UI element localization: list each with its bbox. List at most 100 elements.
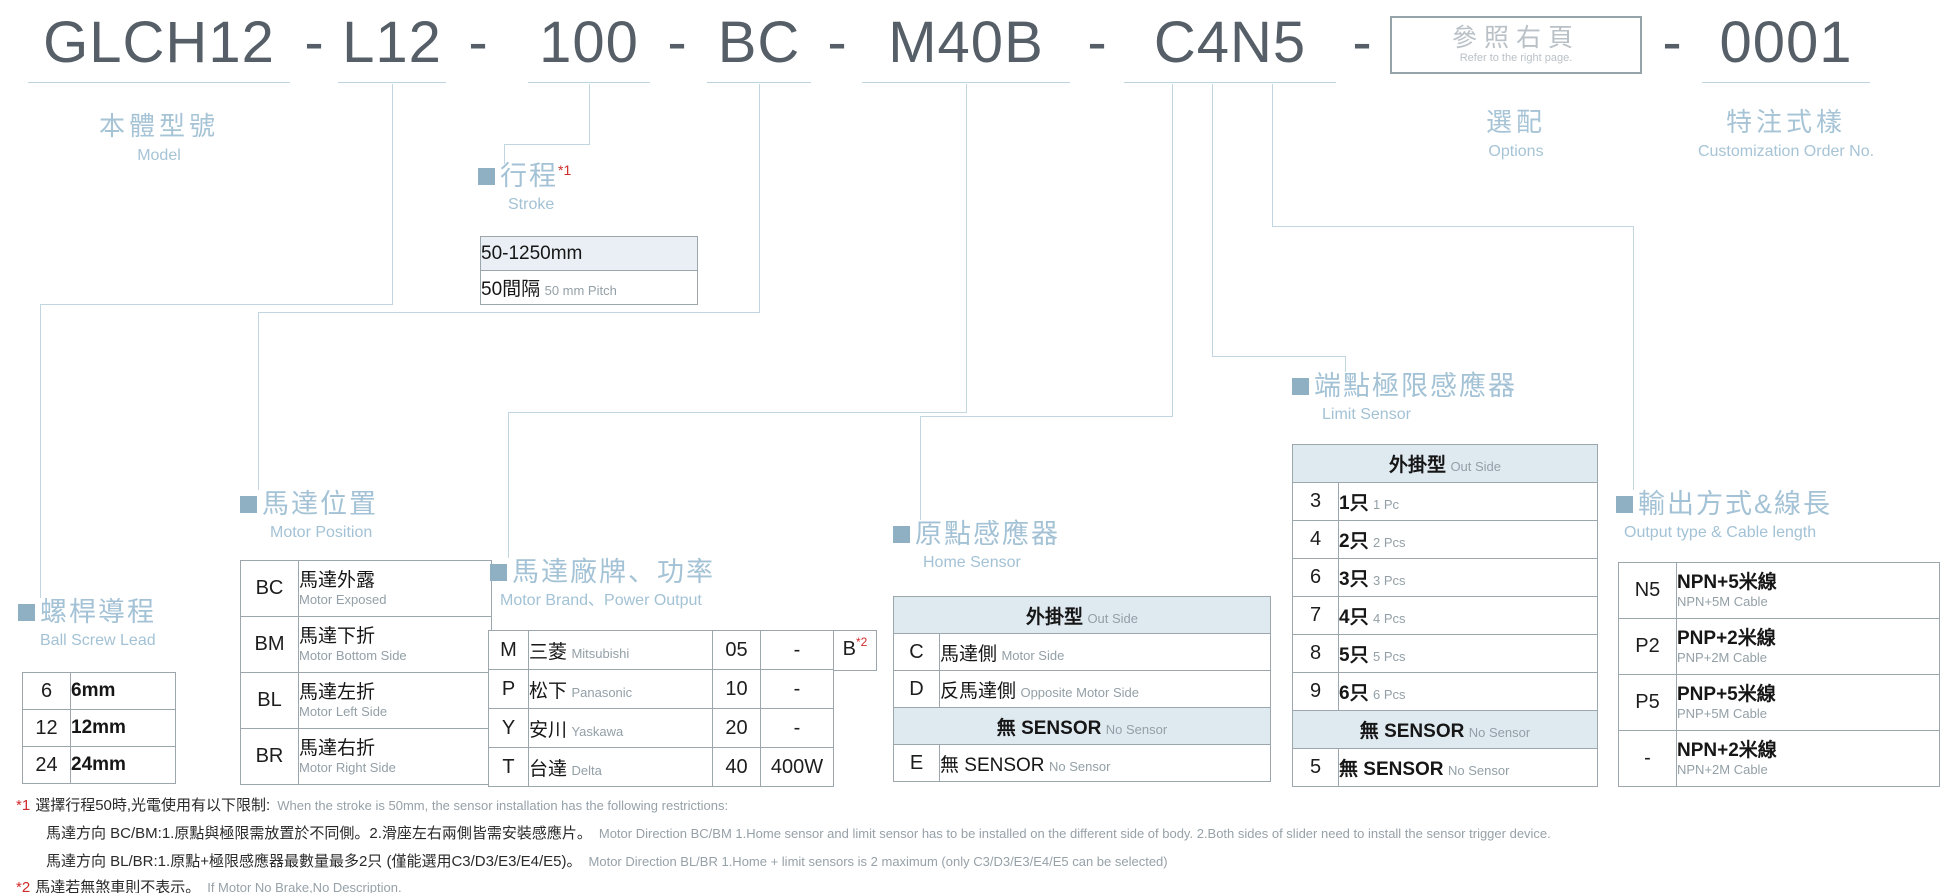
code-segment-sensor: C4N5 xyxy=(1124,14,1336,83)
code-cell: BM xyxy=(240,616,299,673)
connector-line xyxy=(40,304,41,598)
motor-position-title-zh: 馬達位置 xyxy=(262,489,378,519)
code-separator: - xyxy=(827,10,847,75)
output-title-en: Output type & Cable length xyxy=(1624,523,1817,541)
output-title-zh: 輸出方式&線長 xyxy=(1638,489,1833,519)
power-cell: 400W xyxy=(760,747,834,787)
footnote-2-mark: *2 xyxy=(16,879,31,893)
header-cell: 無 SENSOR No Sensor xyxy=(1292,710,1598,749)
motor-position-section-heading: 馬達位置 Motor Position xyxy=(240,489,378,541)
connector-line xyxy=(1212,356,1346,357)
options-reference-subtitle: Refer to the right page. xyxy=(1459,52,1573,64)
table-header-row: 無 SENSOR No Sensor xyxy=(893,707,1271,745)
stroke-table: 50-1250mm 50間隔 50 mm Pitch xyxy=(480,236,698,305)
brand-cell: 松下 Panasonic xyxy=(528,669,713,709)
value-cell: 24mm xyxy=(70,746,176,784)
connector-line xyxy=(258,312,760,313)
model-label-zh: 本體型號 xyxy=(98,111,219,141)
code-cell: 5 xyxy=(1292,748,1339,787)
code-separator: - xyxy=(667,10,687,75)
table-row: P 松下 Panasonic 10 - xyxy=(488,669,834,709)
options-label: 選配 Options xyxy=(1390,108,1642,160)
code-cell: T xyxy=(488,747,529,787)
connector-line xyxy=(1212,84,1213,356)
code-segment-motor: M40B xyxy=(862,14,1070,83)
code-separator: - xyxy=(1352,10,1372,75)
model-label-en: Model xyxy=(137,146,181,164)
desc-cell: 馬達側 Motor Side xyxy=(939,633,1271,671)
code-segment-model: GLCH12 xyxy=(28,14,290,83)
square-bullet-icon xyxy=(240,496,257,513)
stroke-range-cell: 50-1250mm xyxy=(480,236,698,271)
desc-cell: 無 SENSOR No Sensor xyxy=(939,744,1271,782)
options-label-en: Options xyxy=(1488,142,1544,160)
code-segment-stroke: 100 xyxy=(528,14,650,83)
footnote-1a: 馬達方向 BC/BM:1.原點與極限需放置於不同側。2.滑座左右兩側皆需安裝感應… xyxy=(46,825,1551,842)
code-cell: BR xyxy=(240,728,299,785)
connector-line xyxy=(1345,356,1346,372)
brake-code: B xyxy=(842,638,856,660)
connector-line xyxy=(759,84,760,312)
header-cell: 無 SENSOR No Sensor xyxy=(893,707,1271,745)
limit-sensor-section-heading: 端點極限感應器 Limit Sensor xyxy=(1292,371,1517,423)
code-segment-position: BC xyxy=(707,14,811,83)
motor-brand-table: M 三菱 Mitsubishi 05 - P 松下 Panasonic 10 -… xyxy=(488,630,834,787)
desc-cell: 3只 3 Pcs xyxy=(1338,558,1598,597)
home-sensor-title-en: Home Sensor xyxy=(923,553,1021,571)
footnote-1b: 馬達方向 BL/BR:1.原點+極限感應器最數量最多2只 (僅能選用C3/D3/… xyxy=(46,853,1168,870)
motor-brand-title-en: Motor Brand、Power Output xyxy=(500,591,702,609)
model-label: 本體型號 Model xyxy=(28,112,290,164)
power-code-cell: 20 xyxy=(712,708,761,748)
table-header-row: 外掛型 Out Side xyxy=(1292,444,1598,483)
square-bullet-icon xyxy=(490,564,507,581)
customization-label: 特注式樣 Customization Order No. xyxy=(1650,108,1922,160)
code-separator: - xyxy=(1087,10,1107,75)
ball-screw-title-zh: 螺桿導程 xyxy=(40,597,156,627)
connector-line xyxy=(920,416,1173,417)
connector-line xyxy=(504,144,590,145)
connector-line xyxy=(258,312,259,490)
options-label-zh: 選配 xyxy=(1485,107,1546,137)
limit-sensor-title-zh: 端點極限感應器 xyxy=(1314,371,1517,401)
code-cell: 6 xyxy=(22,672,71,710)
header-cell: 外掛型 Out Side xyxy=(1292,444,1598,483)
code-cell: D xyxy=(893,670,940,708)
power-cell: - xyxy=(760,708,834,748)
desc-cell: 反馬達側 Opposite Motor Side xyxy=(939,670,1271,708)
code-cell: BC xyxy=(240,560,299,617)
connector-line xyxy=(504,144,505,164)
code-cell: 8 xyxy=(1292,634,1339,673)
value-cell: 6mm xyxy=(70,672,176,710)
connector-line xyxy=(1272,84,1273,226)
value-cell: 12mm xyxy=(70,709,176,747)
connector-line xyxy=(392,84,393,304)
code-cell: 9 xyxy=(1292,672,1339,711)
code-cell: 6 xyxy=(1292,558,1339,597)
connector-line xyxy=(508,412,967,413)
code-separator: - xyxy=(468,10,488,75)
